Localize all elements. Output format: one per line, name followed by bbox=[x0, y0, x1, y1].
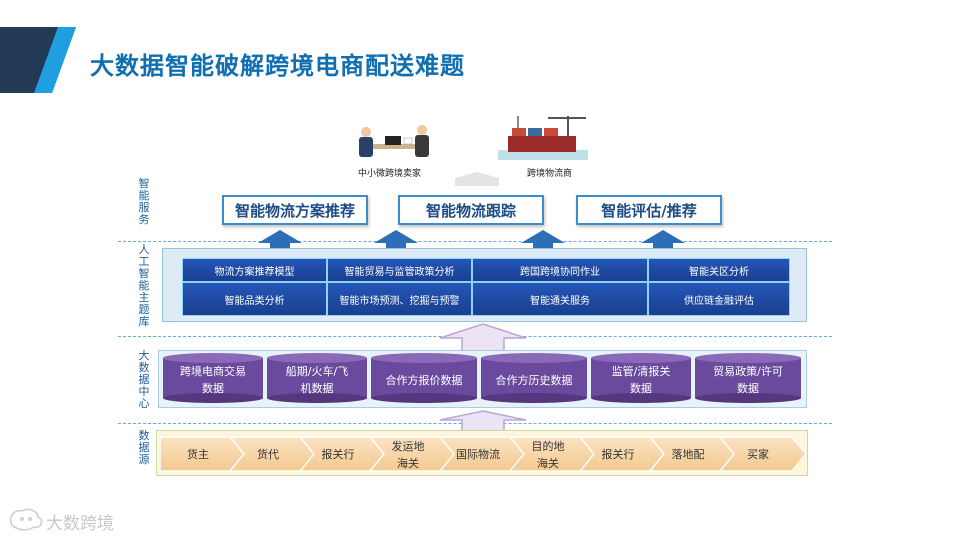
up-arrow-icon bbox=[641, 230, 685, 257]
ai-topic-cell: 智能品类分析 bbox=[182, 282, 327, 316]
hollow-up-arrow-icon bbox=[439, 323, 527, 352]
layer-label-ai: 人工智能主题库 bbox=[138, 243, 150, 328]
datacenter-item: 合作方报价数据 bbox=[385, 373, 463, 387]
service-evaluation: 智能评估/推荐 bbox=[576, 195, 722, 225]
ai-topic-cell: 智能关区分析 bbox=[648, 258, 790, 282]
datasource-step: 货代 bbox=[257, 448, 279, 461]
datasource-step: 报关行 bbox=[601, 448, 635, 461]
datacenter-item: 监管/清报关数据 bbox=[611, 365, 671, 395]
ai-topic-cell: 跨国跨境协同作业 bbox=[472, 258, 648, 282]
database-cylinder-icon bbox=[267, 353, 367, 403]
up-arrow-icon bbox=[258, 230, 302, 257]
up-arrow-icon bbox=[374, 230, 418, 257]
title-accent-slab bbox=[0, 27, 76, 93]
datasource-step: 报关行 bbox=[321, 448, 355, 461]
database-cylinder-icon bbox=[591, 353, 691, 403]
sellers-meeting-icon bbox=[359, 125, 429, 157]
service-route-recommendation: 智能物流方案推荐 bbox=[222, 195, 368, 225]
layer-label-source: 数据源 bbox=[138, 429, 150, 466]
datasource-step: 货主 bbox=[187, 448, 209, 461]
page-title: 大数据智能破解跨境电商配送难题 bbox=[90, 52, 465, 80]
hollow-up-arrow-icon bbox=[439, 410, 527, 432]
database-cylinder-icon bbox=[695, 353, 801, 403]
database-cylinder-icon bbox=[481, 353, 587, 403]
layer-label-datacenter: 大数据中心 bbox=[138, 349, 150, 410]
connector-shape bbox=[455, 172, 499, 186]
datacenter-item: 贸易政策/许可数据 bbox=[713, 365, 783, 395]
ai-topic-cell: 智能通关服务 bbox=[472, 282, 648, 316]
datasource-step: 买家 bbox=[747, 448, 769, 461]
ai-topic-grid: 物流方案推荐模型 智能贸易与监管政策分析 跨国跨境协同作业 智能关区分析 智能品… bbox=[182, 258, 790, 316]
actor-caption-sellers: 中小微跨境卖家 bbox=[358, 169, 422, 179]
datacenter-item: 跨境电商交易数据 bbox=[180, 365, 246, 395]
datacenter-item: 合作方历史数据 bbox=[495, 373, 573, 387]
database-cylinder-icon bbox=[371, 353, 477, 403]
ai-topic-cell: 物流方案推荐模型 bbox=[182, 258, 327, 282]
service-tracking: 智能物流跟踪 bbox=[398, 195, 544, 225]
ai-topic-cell: 供应链金融评估 bbox=[648, 282, 790, 316]
ai-topic-cell: 智能贸易与监管政策分析 bbox=[327, 258, 472, 282]
datasource-step: 落地配 bbox=[671, 448, 705, 461]
actor-caption-logistics: 跨境物流商 bbox=[527, 169, 573, 179]
watermark-logo-icon bbox=[9, 508, 43, 531]
ai-topic-cell: 智能市场预测、挖掘与预警 bbox=[327, 282, 472, 316]
watermark-text: 大数跨境 bbox=[46, 514, 114, 534]
datacenter-item: 船期/火车/飞机数据 bbox=[285, 365, 349, 395]
layer-label-services: 智能服务 bbox=[138, 177, 150, 226]
port-logistics-icon bbox=[498, 116, 588, 160]
datasource-chevron-chain bbox=[160, 436, 806, 472]
datasource-step: 发运地海关 bbox=[391, 440, 425, 470]
up-arrow-icon bbox=[521, 230, 565, 257]
layer-divider bbox=[118, 241, 832, 242]
datasource-step: 国际物流 bbox=[456, 448, 500, 461]
database-cylinder-icon bbox=[163, 353, 263, 403]
datasource-step: 目的地海关 bbox=[531, 440, 565, 470]
